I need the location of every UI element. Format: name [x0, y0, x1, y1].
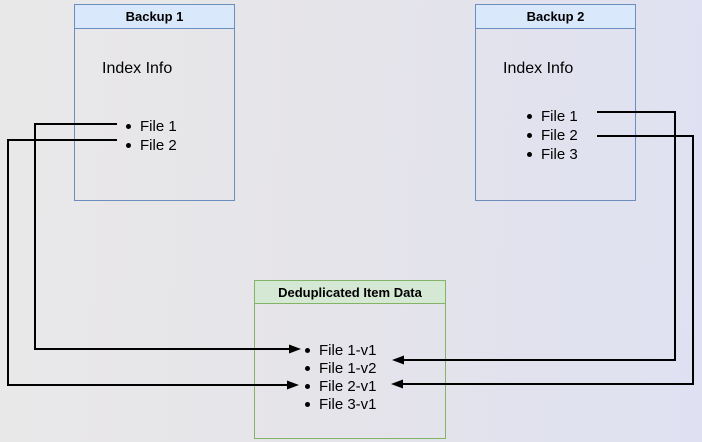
list-item: File 1 [476, 107, 635, 126]
bullet-icon [305, 365, 310, 371]
list-item: File 2 [476, 126, 635, 145]
list-item: File 2-v1 [255, 377, 445, 395]
backup1-index-info-label: Index Info [102, 60, 173, 77]
backup2-file2-label: File 2 [541, 127, 578, 144]
bullet-icon [126, 143, 131, 148]
backup2-box: Backup 2 Index Info File 1 File 2 File 3 [475, 4, 636, 201]
backup1-title: Backup 1 [75, 5, 234, 29]
dedup-box: Deduplicated Item Data File 1-v1 File 1-… [254, 280, 446, 439]
list-item: File 1-v2 [255, 359, 445, 377]
bullet-icon [527, 114, 532, 119]
dedup-file3v1-label: File 3-v1 [319, 395, 377, 413]
backup1-box: Backup 1 Index Info File 1 File 2 [74, 4, 235, 201]
backup1-file-list: File 1 File 2 [75, 117, 234, 155]
backup1-file1-label: File 1 [140, 118, 177, 135]
backup2-title: Backup 2 [476, 5, 635, 29]
dedup-title: Deduplicated Item Data [255, 281, 445, 304]
list-item: File 3-v1 [255, 395, 445, 413]
backup2-file1-label: File 1 [541, 108, 578, 125]
list-item: File 2 [75, 136, 234, 155]
backup1-file2-label: File 2 [140, 137, 177, 154]
bullet-icon [527, 133, 532, 138]
backup2-index-info-label: Index Info [503, 60, 574, 77]
bullet-icon [305, 383, 310, 389]
dedup-file2v1-label: File 2-v1 [319, 377, 377, 395]
bullet-icon [527, 152, 532, 157]
bullet-icon [305, 347, 310, 353]
bullet-icon [126, 124, 131, 129]
backup2-file3-label: File 3 [541, 146, 578, 163]
list-item: File 1 [75, 117, 234, 136]
backup2-file-list: File 1 File 2 File 3 [476, 107, 635, 164]
dedup-item-list: File 1-v1 File 1-v2 File 2-v1 File 3-v1 [255, 341, 445, 413]
bullet-icon [305, 401, 310, 407]
dedup-file1v1-label: File 1-v1 [319, 341, 377, 359]
list-item: File 3 [476, 145, 635, 164]
dedup-file1v2-label: File 1-v2 [319, 359, 377, 377]
list-item: File 1-v1 [255, 341, 445, 359]
